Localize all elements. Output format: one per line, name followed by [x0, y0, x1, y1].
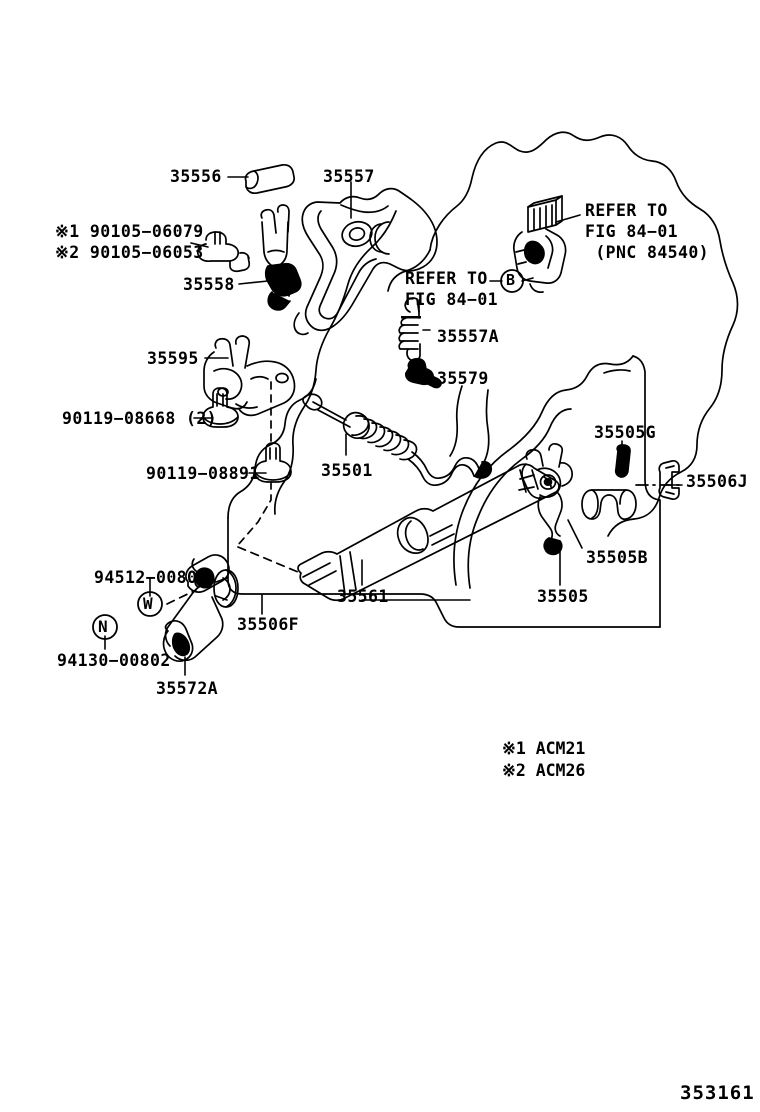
case-inner-wall-left: [273, 210, 397, 515]
marker-letter-n: N: [98, 617, 109, 636]
label-35561: 35561: [337, 587, 389, 606]
part-35558-detent: [260, 204, 302, 311]
part-35501-shaft: [302, 393, 493, 487]
dash-line-35595-lower: [237, 481, 272, 546]
bellhousing-dome: [453, 355, 634, 586]
footnotes: ※1 ACM21 ※2 ACM26: [502, 739, 586, 781]
label-35557A: 35557A: [437, 327, 500, 346]
label-35558: 35558: [183, 275, 235, 294]
case-rib-b: [482, 389, 490, 465]
label-35505B: 35505B: [586, 548, 649, 567]
leader-lines: [104, 176, 683, 676]
bellhousing-rib: [603, 369, 631, 374]
bellhousing-right-wall: [632, 355, 661, 628]
label-35506F: 35506F: [237, 615, 300, 634]
label-35505G: 35505G: [594, 423, 657, 442]
case-outline-lower: [227, 378, 317, 519]
label-90119-08891: 90119−08891: [146, 464, 260, 483]
part-35556-pin: [244, 163, 295, 195]
part-90119-08891-bolt: [254, 442, 292, 483]
dashline-35561-left: [237, 546, 299, 573]
part-35572A-lever: [162, 554, 230, 663]
part-90119-08668-bolt: [202, 387, 239, 428]
label-35556: 35556: [170, 167, 222, 186]
part-84540-switch: [512, 195, 567, 294]
dashline-94512: [166, 589, 197, 605]
label-90105-06079: ※1 90105−06079: [55, 222, 204, 241]
bellhousing-dome-inner: [467, 408, 572, 589]
figure-number: 353161: [680, 1082, 755, 1104]
part-35506F-seal: [213, 569, 239, 608]
label-35595: 35595: [147, 349, 199, 368]
part-35505G-pin: [614, 444, 631, 478]
part-35557A-spring: [398, 297, 421, 362]
label-90119-08668: 90119−08668 (2): [62, 409, 218, 428]
refer-to-fig-84-01-pnc-84540: REFER TO FIG 84−01 (PNC 84540): [585, 201, 710, 263]
part-35557-lever: [293, 187, 438, 336]
marker-letter-b: B: [506, 271, 516, 289]
label-94130-00802: 94130−00802: [57, 651, 171, 670]
case-lower-floor: [227, 517, 661, 628]
part-90105-bolt: [196, 231, 251, 273]
case-rib-a: [449, 385, 463, 457]
label-35572A: 35572A: [156, 679, 219, 698]
label-35557: 35557: [323, 167, 375, 186]
marker-letter-w: W: [143, 594, 154, 613]
label-35506J: 35506J: [686, 472, 749, 491]
label-35579: 35579: [437, 369, 489, 388]
part-35505B-bushing: [581, 489, 637, 521]
label-35505: 35505: [537, 587, 589, 606]
part-35505-lever: [518, 442, 573, 556]
case-outline-upper: [429, 131, 739, 537]
part-35579-pin: [404, 357, 442, 389]
label-94512-00800: 94512−00800: [94, 568, 208, 587]
part-35506J-clip: [658, 459, 680, 501]
label-90105-06053: ※2 90105−06053: [55, 243, 204, 262]
marker-circles: [92, 269, 524, 640]
label-35501: 35501: [321, 461, 373, 480]
part-35595-bracket: [203, 335, 296, 417]
refer-to-fig-84-01: REFER TO FIG 84−01: [405, 269, 499, 310]
part-35561-shaft: [297, 463, 560, 602]
